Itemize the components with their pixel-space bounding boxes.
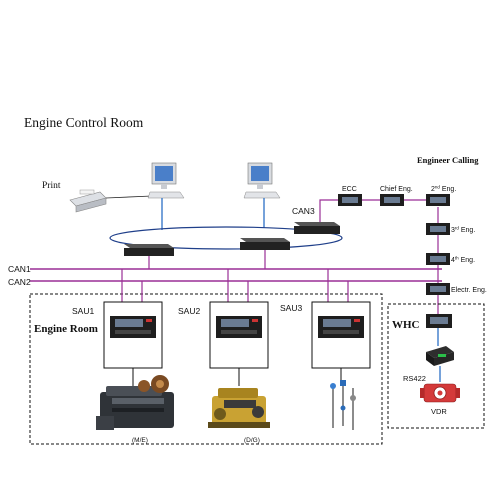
network-switch [124,244,174,256]
3rd-eng-unit: 3rd Eng. [426,223,475,235]
engineer-calling-title: Engineer Calling [417,155,479,165]
ecc-label: ECC [342,186,357,193]
vdr-icon [420,384,460,402]
engine-room-title: Engine Room [34,323,98,335]
converter-icon [426,346,454,366]
electr-eng-unit: Electr. Eng. [426,283,487,295]
computer-icon [244,163,280,198]
diesel-generator-image [208,388,270,428]
printer-icon [70,190,106,212]
can2-label: CAN2 [8,277,31,287]
main-engine-image [96,375,174,430]
can3-bus [320,200,338,222]
2nd-eng-label: 2nd Eng. [431,185,456,194]
me-label: (M/E) [132,437,148,444]
rs422-label: RS422 [403,374,426,383]
sau1-label: SAU1 [72,306,94,316]
3rd-eng-label: 3rd Eng. [451,226,475,235]
network-switch [240,238,290,250]
chief-eng-label: Chief Eng. [380,186,413,193]
sau3-label: SAU3 [280,303,302,313]
sau2-label: SAU2 [178,306,200,316]
electr-eng-label: Electr. Eng. [451,287,487,294]
sau1-panel [104,302,162,368]
sau2-panel [210,302,268,368]
4th-eng-unit: 4th Eng. [426,253,475,265]
4th-eng-label: 4th Eng. [451,256,475,265]
whc-unit [426,314,452,328]
print-label: Print [42,181,61,191]
dg-label: (D/G) [244,437,260,444]
chief-eng-unit: Chief Eng. [380,186,413,206]
computer-icon [148,163,184,198]
vdr-label: VDR [431,407,447,416]
printer-cable [106,196,152,198]
can3-label: CAN3 [292,206,315,216]
can1-label: CAN1 [8,264,31,274]
2nd-eng-unit: 2nd Eng. [426,185,456,207]
sensors-image [330,380,356,430]
title: Engine Control Room [24,115,144,130]
ecc-unit: ECC [338,186,362,206]
whc-label: WHC [392,319,420,331]
sau3-panel [312,302,370,368]
network-switch [294,222,340,234]
